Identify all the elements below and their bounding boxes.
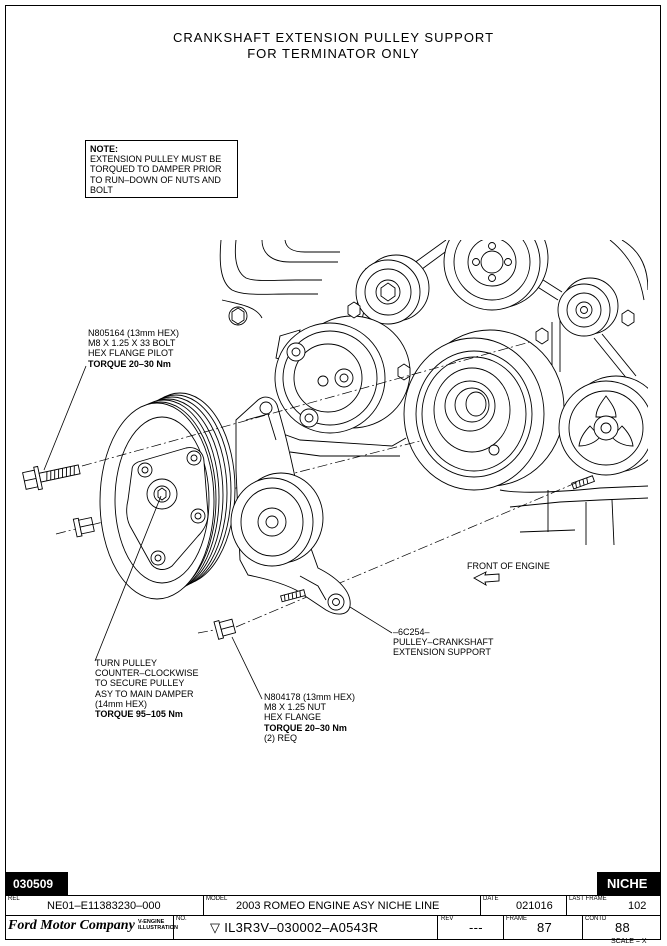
number-label: NO.	[176, 916, 187, 922]
callout-pulley: TURN PULLEY COUNTER–CLOCKWISE TO SECURE …	[95, 658, 199, 719]
callout-line: M8 X 1.25 X 33 BOLT	[88, 338, 176, 349]
upper-right-pulley	[557, 277, 619, 337]
model-label: MODEL	[206, 896, 228, 902]
model-value: 2003 ROMEO ENGINE ASY NICHE LINE	[236, 900, 440, 912]
page-frame	[5, 5, 661, 940]
ac-compressor	[274, 315, 411, 434]
far-right-pulley-edge	[609, 240, 648, 301]
bracket-idler-pulley	[230, 472, 324, 567]
note-box: NOTE: EXTENSION PULLEY MUST BE TORQUED T…	[85, 140, 238, 198]
callout-line: –6C254–	[393, 627, 430, 637]
leader-nut	[231, 636, 263, 700]
contd-value: 88	[615, 920, 631, 935]
title-block-grid	[5, 895, 660, 940]
note-heading: NOTE:	[90, 144, 118, 154]
callout-line: N804178 (13mm HEX)	[264, 692, 356, 702]
callout-quantity: (2) REQ	[264, 732, 298, 743]
callout-line: HEX FLANGE PILOT	[88, 348, 174, 359]
note-line: BOLT	[90, 184, 113, 195]
water-pump-pulley	[558, 375, 648, 476]
callout-line: TURN PULLEY	[95, 658, 158, 668]
front-of-engine-label: FRONT OF ENGINE	[467, 561, 550, 571]
callout-line: TO SECURE PULLEY	[95, 678, 185, 689]
leader-support	[349, 606, 393, 634]
callout-line: HEX FLANGE	[264, 712, 322, 723]
scale-label: SCALE = X	[611, 938, 647, 945]
engine-background	[219, 240, 648, 545]
background-bolts	[347, 301, 635, 381]
contd-label: CONTD	[585, 916, 607, 922]
lower-bracket-lines	[271, 429, 407, 457]
engine-stud	[571, 475, 595, 490]
top-center-pulley	[443, 240, 549, 311]
foreground-parts	[22, 392, 351, 640]
leader-bolt	[43, 365, 87, 471]
flange-bolt	[22, 464, 81, 491]
department-line: ILLUSTRATION	[138, 925, 178, 931]
callout-line: (14mm HEX)	[95, 698, 148, 709]
nut-axis-lower	[197, 629, 215, 634]
upper-hoses	[219, 240, 340, 319]
rev-value: ---	[469, 920, 483, 935]
callout-line: ASY TO MAIN DAMPER	[95, 688, 194, 699]
leader-lines	[43, 365, 393, 700]
note-line: EXTENSION PULLEY MUST BE	[90, 154, 222, 165]
sheet-code-box	[5, 872, 68, 895]
callout-torque: TORQUE 20–30 Nm	[88, 358, 171, 369]
callout-bolt: N805164 (13mm HEX) M8 X 1.25 X 33 BOLT H…	[88, 328, 179, 369]
rel-value: NE01–E11383230–000	[47, 900, 161, 912]
cover-bolt	[228, 306, 248, 326]
bolt-axis	[81, 341, 531, 467]
callout-torque: TORQUE 95–105 Nm	[95, 709, 183, 720]
page-title: CRANKSHAFT EXTENSION PULLEY SUPPORT	[172, 30, 495, 45]
note-line: TORQUED TO DAMPER PRIOR	[90, 164, 222, 175]
last-frame-value: 102	[628, 900, 647, 912]
frame-value: 87	[537, 920, 553, 935]
note-line: TO RUN–DOWN OF NUTS AND	[90, 174, 221, 185]
sheet-code: 030509	[13, 877, 54, 891]
department-line: V-ENGINE	[138, 919, 165, 925]
rev-label: REV	[441, 916, 454, 922]
callout-line: M8 X 1.25 NUT	[264, 702, 327, 713]
date-label: DATE	[483, 896, 499, 902]
program-box	[597, 872, 661, 895]
callout-support: –6C254– PULLEY–CRANKSHAFT EXTENSION SUPP…	[393, 627, 494, 658]
number-value: ▽ IL3R3V–030002–A0543R	[210, 920, 379, 935]
engine-block-lines	[499, 485, 648, 545]
callout-line: COUNTER–CLOCKWISE	[95, 668, 199, 679]
last-frame-label: LAST FRAME	[569, 896, 607, 902]
flange-nut-lower	[213, 618, 237, 640]
stud-axis	[235, 481, 579, 628]
upper-idler-pulley	[355, 254, 430, 325]
frame-label: FRAME	[506, 916, 527, 922]
date-value: 021016	[516, 900, 553, 912]
program-name: NICHE	[607, 876, 648, 891]
page-subtitle: FOR TERMINATOR ONLY	[247, 46, 420, 61]
pulley-hub-plate	[126, 447, 209, 570]
arrow-left-icon	[473, 571, 500, 586]
callout-line: PULLEY–CRANKSHAFT	[393, 637, 494, 648]
flange-nut-upper	[72, 516, 95, 538]
callout-torque: TORQUE 20–30 Nm	[264, 722, 347, 733]
crankshaft-damper	[403, 329, 565, 491]
callout-nut: N804178 (13mm HEX) M8 X 1.25 NUT HEX FLA…	[264, 692, 355, 743]
company-logo: Ford Motor Company	[8, 918, 135, 933]
callout-line: N805164 (13mm HEX)	[88, 328, 180, 338]
leader-pulley	[94, 495, 162, 662]
rel-label: REL	[8, 896, 20, 902]
support-stud	[280, 589, 306, 603]
extension-pulley	[99, 392, 236, 600]
callout-line: EXTENSION SUPPORT	[393, 647, 491, 658]
